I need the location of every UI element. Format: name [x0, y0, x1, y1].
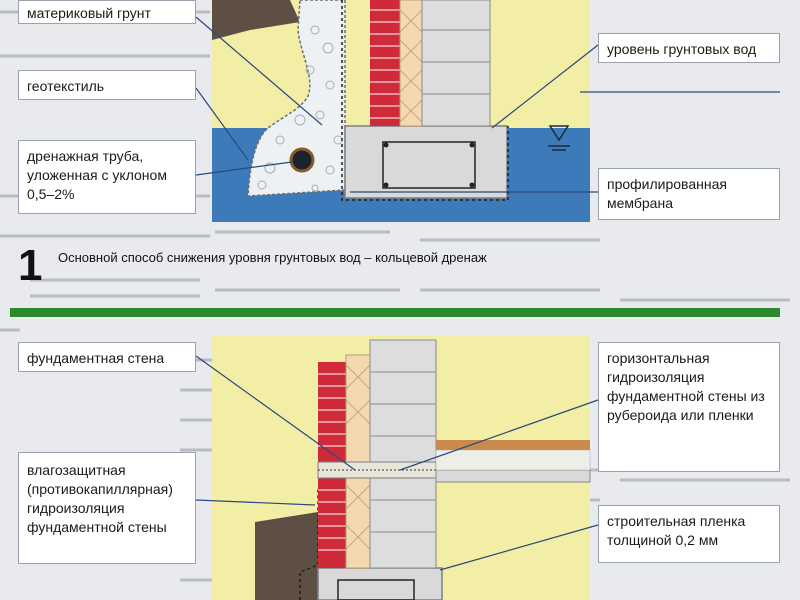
label-foundation-wall: фундаментная стена [18, 342, 196, 372]
construction-film-outline [299, 489, 322, 600]
figure-number: 1 [18, 241, 43, 290]
profiled-membrane-1 [341, 0, 509, 201]
label-groundwater-level: уровень грунтовых вод [598, 33, 780, 63]
label-geotextile: геотекстиль [18, 70, 196, 100]
water-level-marker [548, 125, 570, 151]
gravel-fill [247, 0, 346, 197]
section-divider [10, 308, 780, 317]
label-horizontal-waterproofing: горизонтальная гидроизоляция фундаментно… [598, 342, 780, 472]
brick-wall-2-lower [318, 478, 346, 568]
footing-rebar-2 [337, 579, 415, 600]
figure-1-drawing [212, 0, 590, 222]
footing-2 [317, 567, 443, 600]
footing-1 [344, 125, 508, 199]
native-soil [212, 0, 300, 40]
label-native-soil: материковый грунт [18, 0, 196, 24]
floor-gravel [435, 449, 591, 471]
label-construction-film: строительная пленка толщиной 0,2 мм [598, 505, 780, 563]
label-drain-pipe: дренажная труба, уложенная с уклоном 0,5… [18, 140, 196, 214]
brick-wall-1 [370, 0, 400, 126]
block-wall-1 [421, 0, 491, 127]
floor-finish [436, 440, 590, 450]
native-soil-2 [255, 512, 318, 600]
floor-slab [435, 469, 591, 483]
leader-lines [195, 16, 780, 571]
figure-caption: Основной способ снижения уровня грунтовы… [58, 250, 487, 265]
label-moisture-waterproofing: влагозащитная (противокапиллярная) гидро… [18, 452, 196, 564]
footing-rebar-1 [382, 141, 476, 189]
block-wall-2 [369, 339, 437, 569]
drain-pipe [289, 147, 315, 173]
brick-wall-2-upper [318, 362, 346, 462]
label-profiled-membrane: профилированная мембрана [598, 168, 780, 220]
insulation-1 [399, 0, 423, 127]
figure-2-drawing [212, 335, 591, 600]
